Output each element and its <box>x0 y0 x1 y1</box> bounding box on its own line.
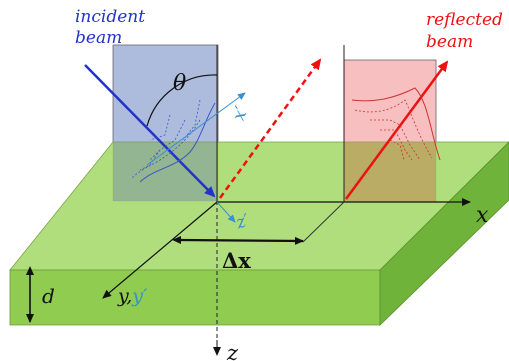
theta-label: θ <box>173 71 186 96</box>
slab-side-face <box>379 141 509 326</box>
reflected-beam-profile <box>351 87 441 161</box>
x-prime-axis <box>146 92 246 166</box>
z-prime-label: z′ <box>232 210 252 234</box>
y-label-text: y, <box>117 285 132 307</box>
reflected-label-line2: beam <box>426 32 473 52</box>
y-axis-line <box>102 201 218 299</box>
incident-beam-profile <box>131 99 216 183</box>
incident-label-line2: beam <box>75 28 122 48</box>
z-axis-label: z <box>226 341 239 361</box>
slab-front-face <box>9 269 381 326</box>
d-label: d <box>42 284 55 308</box>
delta-x-label: Δx <box>222 248 251 273</box>
delta-x-arrow <box>172 236 304 245</box>
specular-reflection-dashed <box>218 58 322 199</box>
incident-label-line1: incident <box>75 7 145 27</box>
reflected-label-line1: reflected <box>426 10 503 30</box>
theta-angle-arc <box>146 74 218 127</box>
shift-reference-line <box>302 201 345 243</box>
y-prime-label-text: y′ <box>131 285 148 307</box>
reflected-beam-arrow <box>344 60 449 200</box>
incident-beam-arrow <box>84 64 216 198</box>
x-prime-label: x′ <box>229 104 252 123</box>
z-prime-axis <box>216 201 236 223</box>
y-label: y,y′ <box>117 285 148 307</box>
x-axis-label: x <box>476 203 489 228</box>
